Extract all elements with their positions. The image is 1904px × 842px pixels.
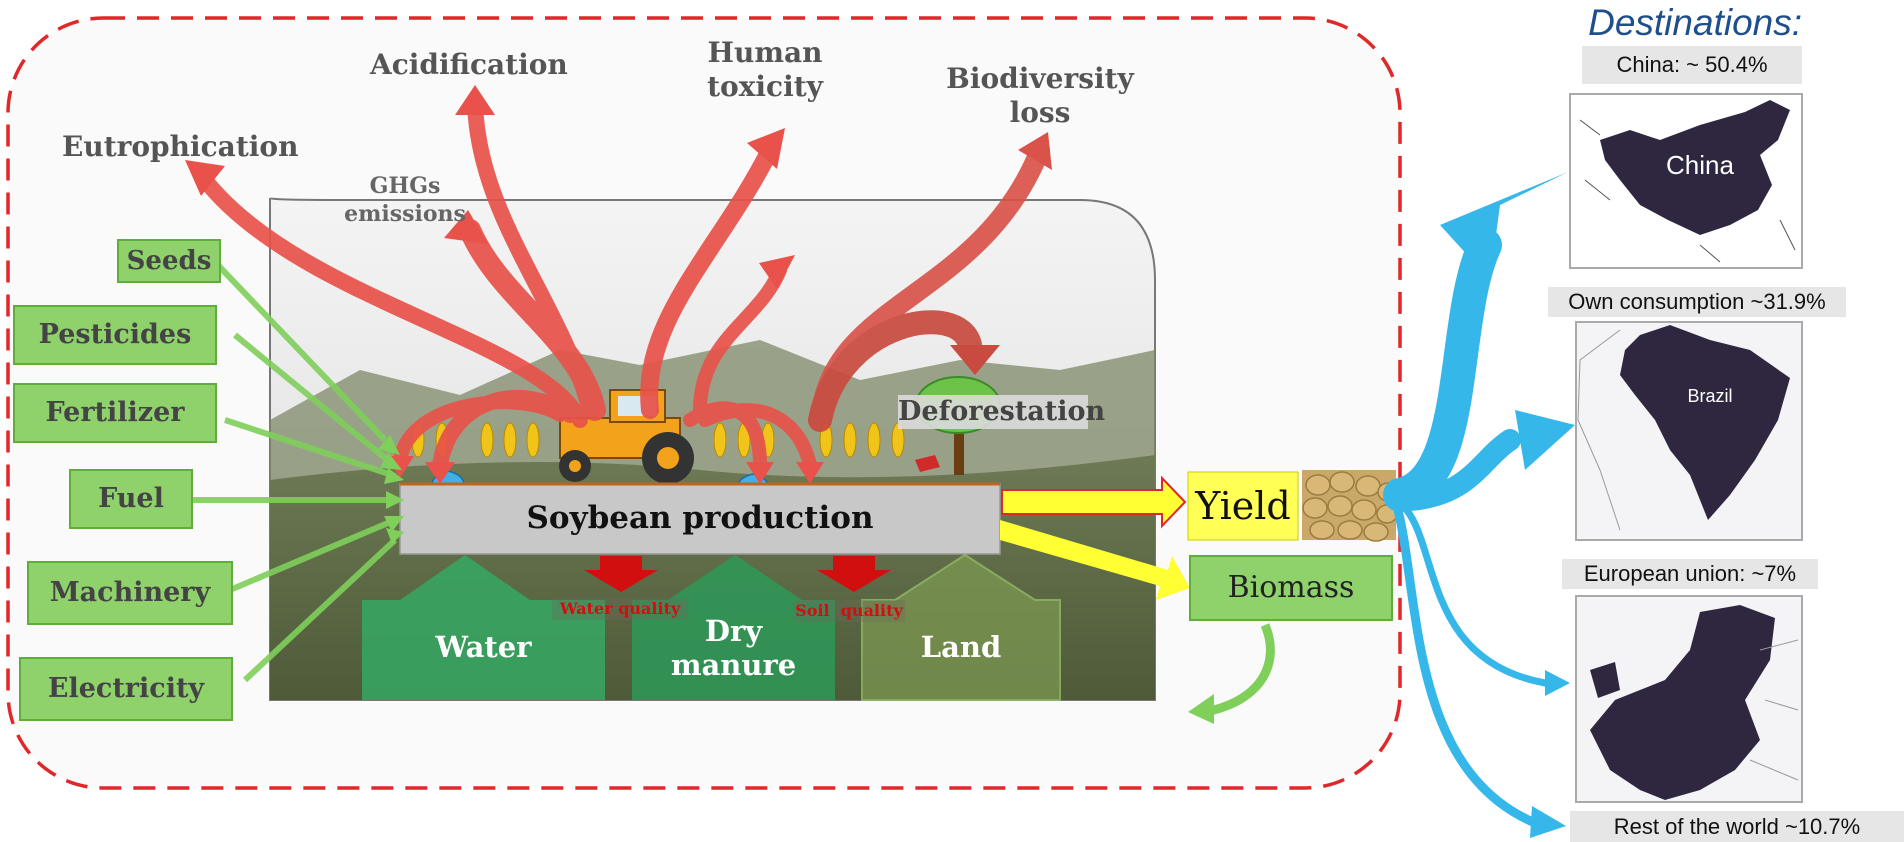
- impact-label-ghg-line2: emissions: [344, 201, 466, 227]
- destination-rest-of-world: Rest of the world ~10.7%: [1613, 814, 1861, 839]
- china-map-label: China: [1666, 150, 1734, 180]
- soybean-icon: [1302, 470, 1399, 542]
- input-machinery: Machinery: [49, 577, 211, 608]
- destination-china: China: ~ 50.4%: [1616, 52, 1768, 77]
- input-fertilizer: Fertilizer: [45, 397, 185, 428]
- input-seeds: Seeds: [126, 246, 212, 276]
- impact-label-human-toxicity-line2: toxicity: [707, 70, 823, 103]
- destination-flow-arrowheads: [1440, 172, 1575, 838]
- destinations-title: Destinations:: [1588, 2, 1802, 43]
- impact-label-biodiversity-loss: Biodiversity loss: [940, 62, 1140, 130]
- biomass-label: Biomass: [1227, 570, 1355, 605]
- yield-box: [1187, 471, 1299, 541]
- input-fuel: Fuel: [98, 483, 164, 514]
- soil-quality-label: Soil quality: [795, 601, 903, 620]
- impact-label-human-toxicity: Human toxicity: [700, 36, 830, 104]
- destination-flows: [1383, 228, 1549, 828]
- resource-land-label: Land: [920, 630, 1002, 664]
- impact-arrowheads: [185, 85, 1052, 484]
- yield-label: Yield: [1195, 484, 1291, 528]
- destination-own-consumption: Own consumption ~31.9%: [1568, 289, 1826, 314]
- destination-label-bg: [1570, 811, 1904, 842]
- soybean-production-label: Soybean production: [526, 500, 874, 536]
- resource-manure-line1: Dry: [704, 614, 763, 648]
- destination-label-bg: [1582, 46, 1802, 84]
- yield-arrow: [1001, 475, 1187, 529]
- eu-map: [1575, 595, 1803, 803]
- impact-label-biodiversity-line2: loss: [1009, 96, 1071, 129]
- biomass-arrow: [1000, 520, 1190, 600]
- input-arrowheads: [378, 435, 404, 544]
- resource-manure-label: Dry manure: [632, 614, 835, 682]
- china-map: [1569, 93, 1803, 269]
- water-quality-label: Water quality: [559, 599, 681, 618]
- water-quality-bg: [552, 598, 688, 620]
- impact-label-biodiversity-line1: Biodiversity: [946, 62, 1134, 95]
- resource-arrows: [362, 553, 1061, 701]
- biomass-recycle-arrowhead: [1188, 694, 1214, 724]
- deforestation-label: Deforestation: [898, 396, 1106, 427]
- input-boxes: [13, 239, 233, 721]
- soybean-production-bar: [399, 483, 1001, 555]
- impact-label-eutrophication: Eutrophication: [62, 130, 299, 163]
- biomass-recycle-arrow: [1204, 623, 1275, 717]
- brazil-map-label: Brazil: [1687, 386, 1733, 406]
- impact-label-ghg-line1: GHGs: [369, 173, 441, 199]
- impact-label-acidification: Acidification: [370, 48, 568, 81]
- brazil-map: [1575, 321, 1803, 541]
- deforestation-label-bg: [898, 395, 1088, 429]
- destination-european-union: European union: ~7%: [1583, 561, 1797, 586]
- impact-label-human-toxicity-line1: Human: [707, 36, 823, 69]
- destination-label-bg: [1562, 559, 1818, 589]
- input-pesticides: Pesticides: [38, 319, 192, 350]
- resource-manure-line2: manure: [670, 648, 797, 682]
- soil-quality-bg: [793, 600, 905, 622]
- input-electricity: Electricity: [47, 673, 205, 704]
- resource-water-label: Water: [435, 630, 532, 664]
- impact-arrows: [197, 97, 1050, 473]
- degradation-arrows: [584, 556, 891, 592]
- biomass-box: [1189, 555, 1393, 621]
- input-arrows: [165, 259, 398, 683]
- destination-label-bg: [1548, 287, 1846, 317]
- impact-label-ghg: GHGs emissions: [340, 172, 470, 228]
